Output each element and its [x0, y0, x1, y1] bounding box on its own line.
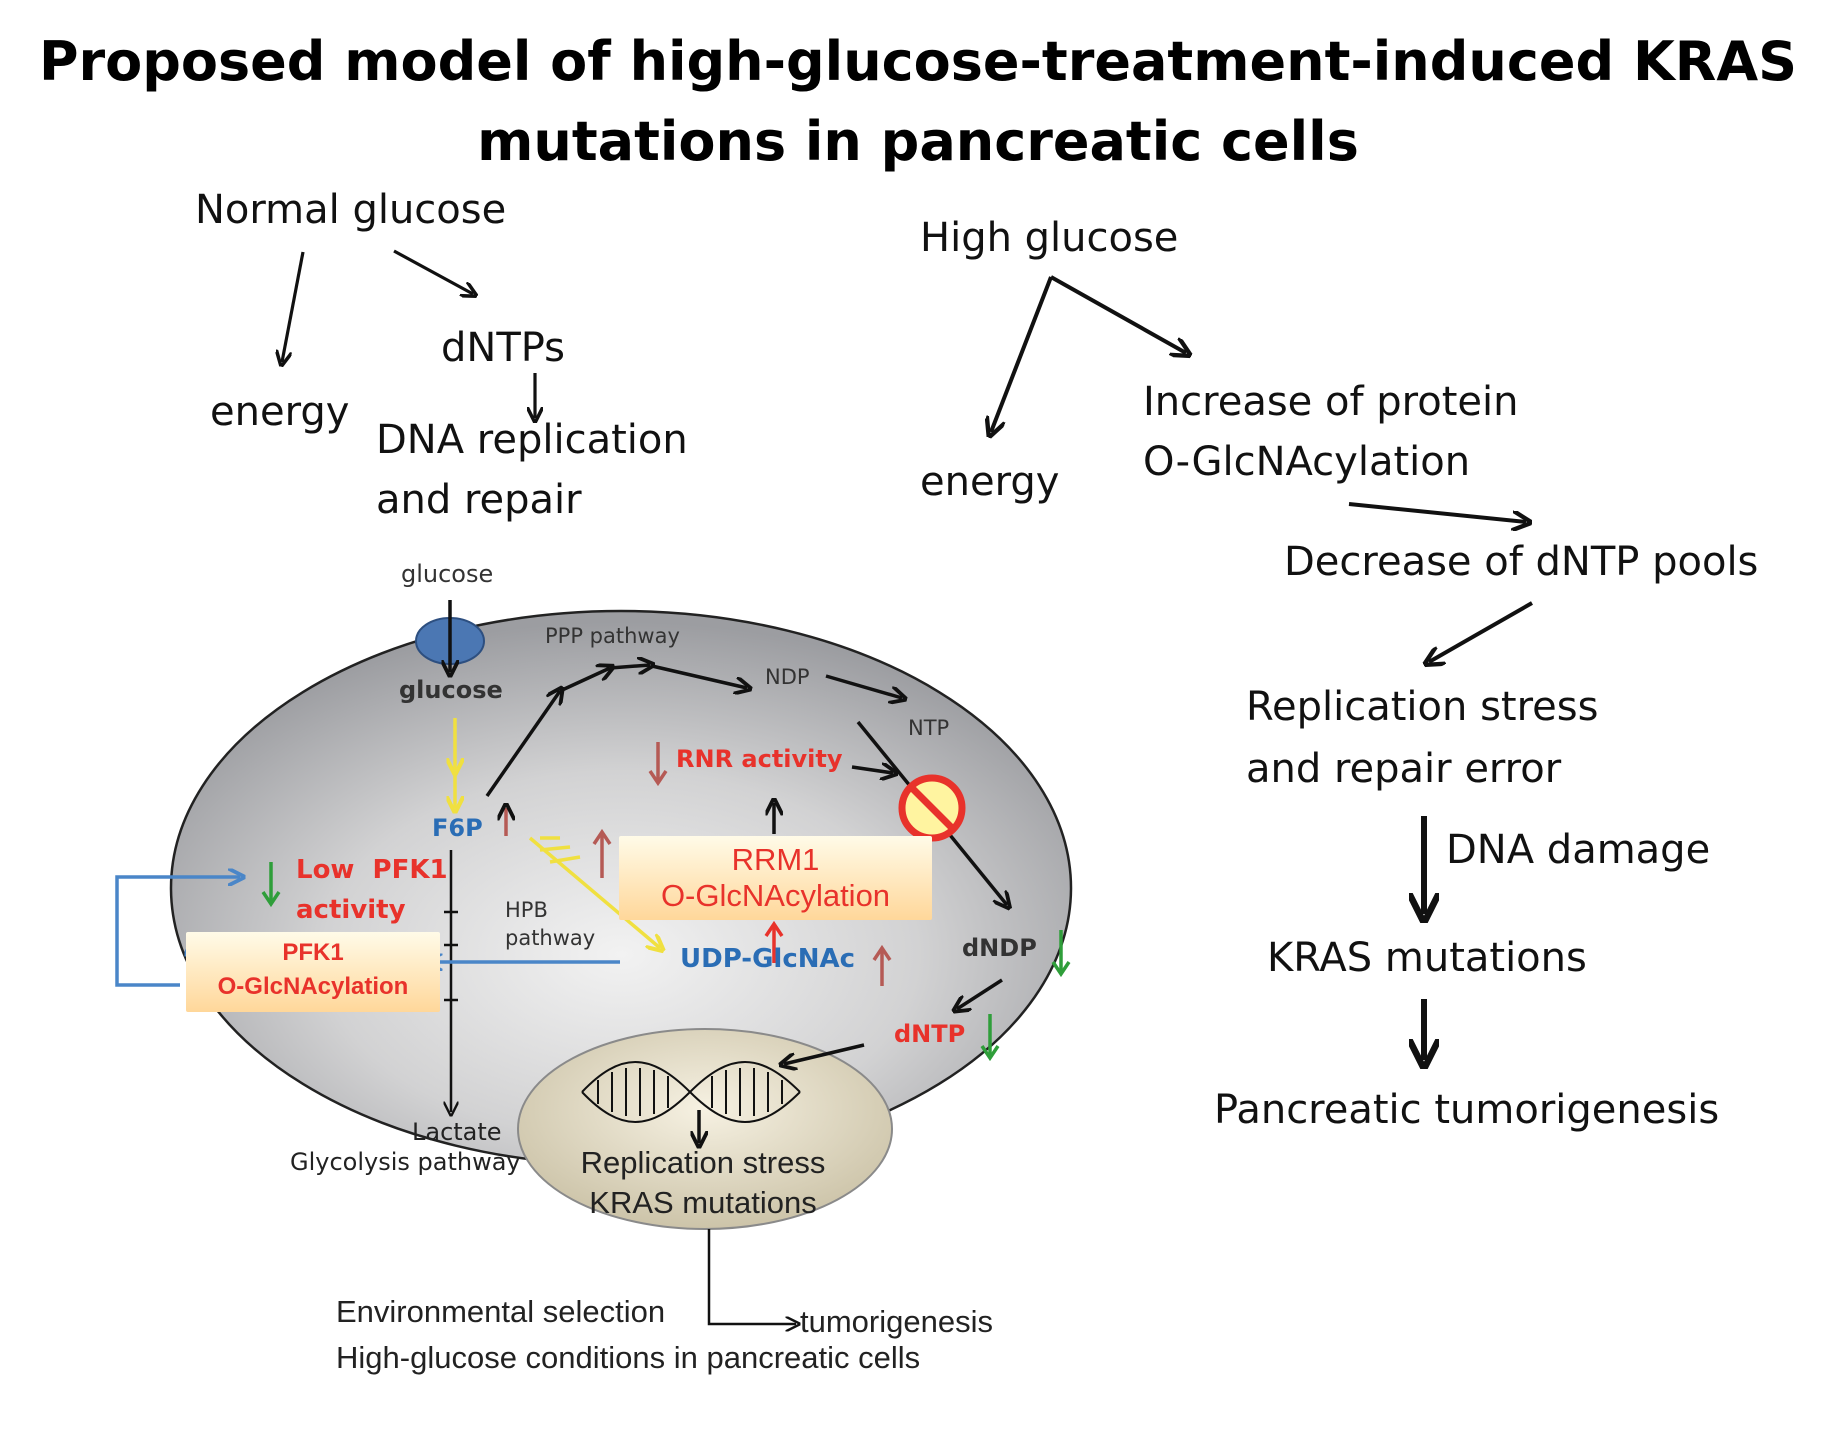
high-glucose-label: High glucose — [920, 215, 1179, 261]
high-energy-label: energy — [920, 459, 1060, 505]
f6p-label: F6P — [432, 814, 483, 842]
pfk1-line-1: PFK1 — [282, 939, 344, 966]
dna-helix-icon — [581, 1061, 801, 1123]
lactate-label: Lactate — [412, 1118, 502, 1146]
rrm1-o-glcnacylation-box: RRM1 O-GlcNAcylation — [619, 836, 932, 920]
red-up-arrows — [506, 742, 892, 986]
udp-glcnac-label: UDP-GlcNAc — [680, 944, 856, 974]
rrm1-line-1: RRM1 — [731, 842, 820, 877]
rrm1-line-2: O-GlcNAcylation — [660, 878, 891, 913]
hpb-line-1: HPB — [505, 898, 548, 922]
dna-replication-line-2: and repair — [376, 477, 582, 523]
decrease-dntp-label: Decrease of dNTP pools — [1284, 539, 1759, 585]
environmental-selection-label: Environmental selection — [336, 1294, 666, 1329]
ppp-pathway-label: PPP pathway — [545, 624, 680, 648]
increase-o-glcnacylation-label: Increase of protein O-GlcNAcylation — [1143, 372, 1518, 492]
ndp-label: NDP — [765, 665, 810, 689]
stress-line-1: Replication stress — [1246, 684, 1599, 730]
glucose-inside-label: glucose — [399, 676, 503, 704]
pancreatic-tumorigenesis-label: Pancreatic tumorigenesis — [1214, 1087, 1720, 1133]
pfk1-o-glcnacylation-box: PFK1 O-GlcNAcylation — [186, 932, 440, 1012]
low-pfk1-line-2: activity — [296, 895, 406, 925]
normal-glucose-label: Normal glucose — [195, 187, 507, 233]
nucleus-line-1: Replication stress — [580, 1145, 826, 1180]
tumor-connector — [707, 1229, 796, 1324]
normal-arrows — [282, 249, 535, 418]
ntp-label: NTP — [908, 716, 950, 740]
increase-line-1: Increase of protein — [1143, 379, 1519, 425]
low-pfk1-activity-label: Low PFK1 activity — [296, 850, 448, 930]
prohibition-icon — [898, 774, 966, 842]
kras-mutations-label: KRAS mutations — [1267, 935, 1587, 981]
page-title: Proposed model of high-glucose-treatment… — [0, 22, 1836, 182]
glycolysis-arrows — [444, 850, 458, 1112]
rnr-activity-label: RNR activity — [676, 745, 843, 773]
increase-line-2: O-GlcNAcylation — [1143, 439, 1471, 485]
dntp-label: dNTP — [894, 1020, 966, 1048]
dna-replication-label: DNA replication and repair — [376, 410, 688, 530]
red-arrow-rrm1 — [764, 920, 784, 963]
dna-damage-label: DNA damage — [1446, 827, 1711, 873]
hpb-pathway-label: HPB pathway — [505, 896, 595, 952]
tumorigenesis-label: tumorigenesis — [800, 1304, 993, 1339]
dndp-label: dNDP — [962, 934, 1037, 962]
dna-replication-line-1: DNA replication — [376, 417, 688, 463]
dntps-label: dNTPs — [441, 325, 566, 371]
pfk1-line-2: O-GlcNAcylation — [217, 973, 409, 1000]
normal-energy-label: energy — [210, 389, 350, 435]
glucose-outside-label: glucose — [401, 560, 494, 588]
low-pfk1-line-1: Low PFK1 — [296, 855, 448, 885]
stress-line-2: and repair error — [1246, 746, 1562, 792]
high-arrows — [991, 275, 1533, 662]
nucleus-text: Replication stress KRAS mutations — [540, 1143, 866, 1223]
replication-stress-label: Replication stress and repair error — [1246, 676, 1598, 800]
title-line-1: Proposed model of high-glucose-treatment… — [38, 30, 1798, 93]
high-glucose-conditions-label: High-glucose conditions in pancreatic ce… — [336, 1340, 921, 1375]
nucleus-line-2: KRAS mutations — [589, 1185, 817, 1220]
title-line-2: mutations in pancreatic cells — [477, 110, 1359, 173]
yellow-arrows — [455, 718, 660, 948]
green-down-arrows — [261, 862, 1071, 1062]
hpb-line-2: pathway — [505, 926, 596, 950]
glycolysis-pathway-label: Glycolysis pathway — [290, 1148, 521, 1176]
